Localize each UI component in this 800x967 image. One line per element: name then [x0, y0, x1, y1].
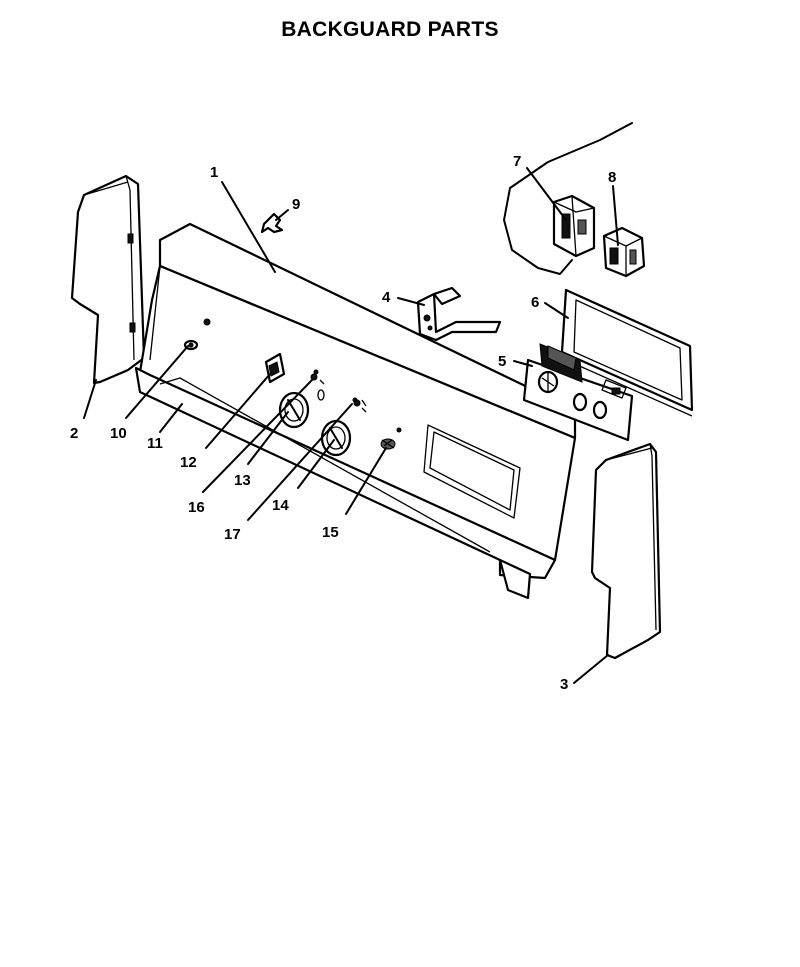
backguard-panel	[134, 222, 577, 600]
callout-7: 7	[513, 153, 521, 170]
callout-1: 1	[210, 164, 218, 181]
callout-15: 15	[322, 524, 339, 541]
push-button	[380, 438, 396, 450]
callout-14: 14	[272, 497, 289, 514]
callout-labels: 1 2 3 4 5 6 7 8 9 10 11 12 13 14 15 16 1…	[70, 153, 616, 693]
callout-2: 2	[70, 425, 78, 442]
leader-lines	[83, 167, 619, 684]
rocker-switch	[264, 352, 286, 384]
callout-17: 17	[224, 526, 241, 543]
relay-small	[602, 226, 646, 278]
callout-5: 5	[498, 353, 506, 370]
callout-12: 12	[180, 454, 197, 471]
callout-4: 4	[382, 289, 391, 306]
right-end-cap	[590, 442, 662, 660]
callout-11: 11	[147, 435, 163, 452]
mounting-bracket	[416, 286, 502, 342]
relay-large	[552, 194, 596, 258]
display-frame	[539, 288, 694, 417]
callout-8: 8	[608, 169, 616, 186]
callout-16: 16	[188, 499, 205, 516]
callout-3: 3	[560, 676, 568, 693]
knob-hardware	[310, 373, 367, 413]
left-end-cap	[70, 174, 146, 385]
wire-harness	[503, 122, 633, 275]
control-board	[522, 358, 634, 442]
callout-10: 10	[110, 425, 127, 442]
callout-6: 6	[531, 294, 539, 311]
callout-9: 9	[292, 196, 300, 213]
callout-13: 13	[234, 472, 251, 489]
page-title: BACKGUARD PARTS	[281, 18, 499, 41]
